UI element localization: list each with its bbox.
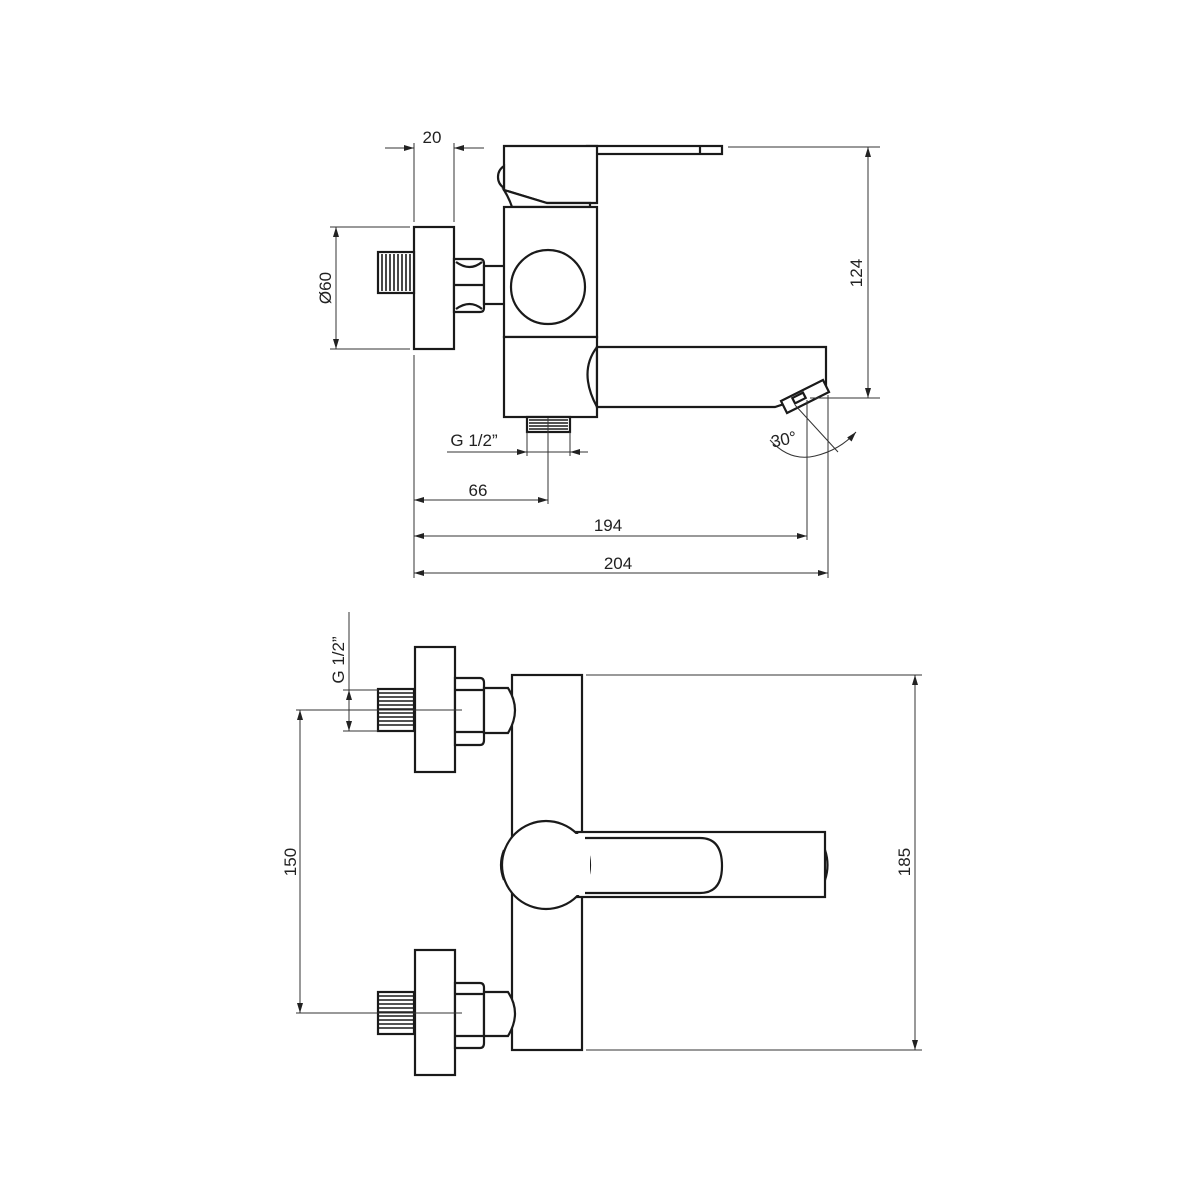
dim-flange-depth: 20 <box>423 128 442 147</box>
spout <box>586 345 831 415</box>
dim-total-reach: 204 <box>604 554 632 573</box>
dim-height: 124 <box>847 259 866 287</box>
dim-inlet-thread: G 1/2” <box>329 636 348 684</box>
dim-outlet-offset: 66 <box>469 481 488 500</box>
dim-spout-reach: 194 <box>594 516 622 535</box>
lever <box>496 144 724 209</box>
dim-inlet-spacing: 150 <box>281 848 300 876</box>
wall-flange <box>412 225 456 351</box>
dim-body-height: 185 <box>895 848 914 876</box>
knob <box>509 248 587 326</box>
inlet-thread <box>376 250 416 295</box>
dim-outlet-thread: G 1/2” <box>450 431 498 450</box>
dimension-lines <box>330 143 880 578</box>
side-view: 20 Ø60 124 G 1/2” 66 194 204 30° <box>316 128 880 578</box>
hex-nut <box>452 257 486 314</box>
front-view: G 1/2” 150 185 <box>281 612 922 1077</box>
dim-spout-angle: 30° <box>769 428 798 452</box>
front-dimension-lines <box>296 612 922 1051</box>
dim-flange-diameter: Ø60 <box>316 272 335 304</box>
front-lever <box>499 819 829 911</box>
diverter-body <box>502 335 599 419</box>
